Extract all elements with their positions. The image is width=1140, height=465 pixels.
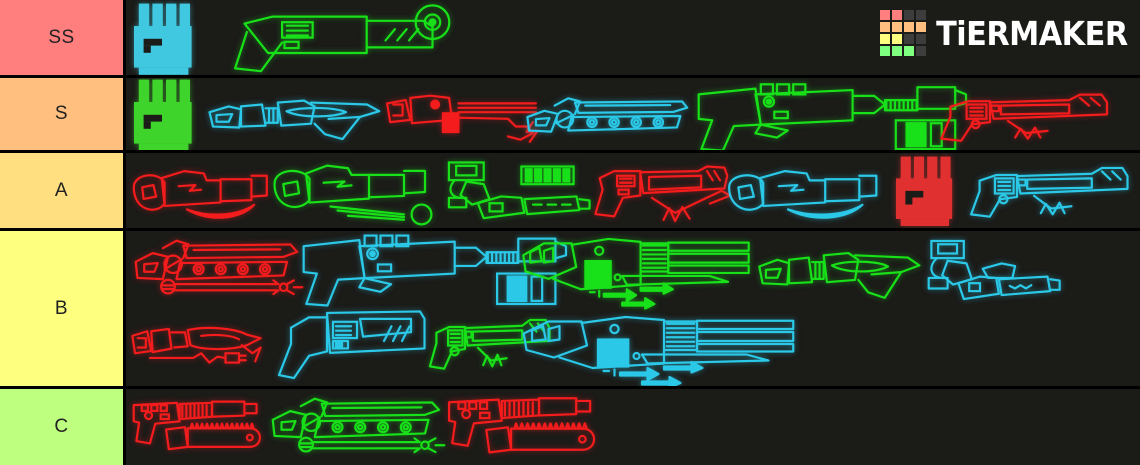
- tier-label-c[interactable]: C: [0, 389, 126, 465]
- pixel-fist-green[interactable]: [134, 78, 214, 150]
- revolver-scoped-green[interactable]: [426, 313, 556, 371]
- launcher-small-cyan[interactable]: [926, 237, 1061, 303]
- shotgun-pump-cyan[interactable]: [301, 231, 568, 307]
- minigun-heavy-cyan[interactable]: [521, 311, 796, 386]
- rifle-scoped-cyan[interactable]: [524, 90, 694, 142]
- tier-items-a: [126, 153, 1140, 228]
- tier-items-c: [126, 389, 1140, 465]
- pistol-blade-red[interactable]: [591, 163, 736, 223]
- pixel-fist-red[interactable]: [896, 155, 974, 228]
- rifle-sniper-red[interactable]: [134, 237, 304, 299]
- rifle-taser-red[interactable]: [384, 88, 539, 143]
- revolver-magnum-red[interactable]: [936, 88, 1116, 143]
- tier-items-ss: [126, 0, 1140, 75]
- rifle-sniper-green[interactable]: [271, 395, 446, 457]
- cannon-heavy-cyan[interactable]: [726, 163, 881, 221]
- cannon-flame-red[interactable]: [131, 163, 271, 221]
- shotgun-chainsaw-red[interactable]: [131, 397, 266, 455]
- tier-label-b[interactable]: B: [0, 231, 126, 386]
- pistol-taser-red[interactable]: [131, 315, 266, 373]
- rifle-sleek-green[interactable]: [756, 243, 921, 299]
- tier-row-ss: SS: [0, 0, 1140, 78]
- revolver-long-cyan[interactable]: [966, 161, 1136, 219]
- tier-row-c: C: [0, 389, 1140, 465]
- tier-row-s: S: [0, 78, 1140, 153]
- tier-label-ss[interactable]: SS: [0, 0, 126, 75]
- tier-row-b: B: [0, 231, 1140, 389]
- cannon-plasma-green[interactable]: [271, 159, 446, 226]
- shotgun-combat-green[interactable]: [696, 80, 968, 150]
- tier-items-b: [126, 231, 1140, 386]
- tier-label-s[interactable]: S: [0, 78, 126, 150]
- pistol-energy-green[interactable]: [221, 4, 456, 74]
- rifle-sleek-cyan[interactable]: [206, 92, 381, 141]
- tier-label-a[interactable]: A: [0, 153, 126, 228]
- smg-magazine-green[interactable]: [446, 157, 591, 225]
- tier-items-s: [126, 78, 1140, 150]
- pixel-fist-cyan[interactable]: [134, 2, 214, 75]
- launcher-chainsaw-red[interactable]: [446, 393, 601, 459]
- pistol-heavy-cyan[interactable]: [276, 307, 426, 381]
- tier-row-a: A: [0, 153, 1140, 231]
- minigun-green[interactable]: [521, 233, 751, 310]
